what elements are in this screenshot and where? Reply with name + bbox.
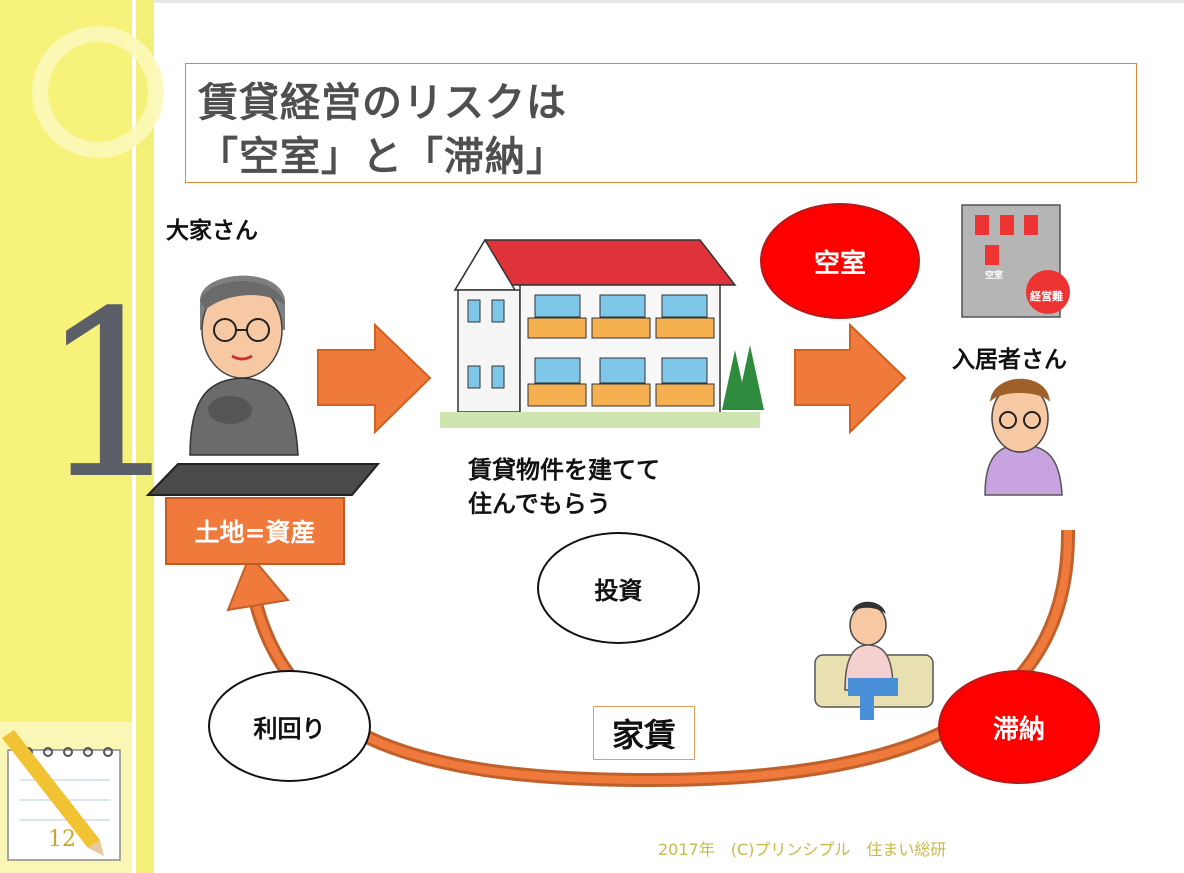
sitting-tenant-illustration [800, 595, 968, 725]
land-asset-box: 土地=資産 [165, 497, 345, 565]
building-caption-line1: 賃貸物件を建てて [468, 456, 660, 484]
management-trouble-sign: 経営難 [1030, 290, 1063, 303]
decorative-ring [32, 26, 164, 158]
page-number: 12 [48, 827, 76, 852]
building-caption-line2: 住んでもらう [468, 490, 611, 518]
investment-circle: 投資 [537, 532, 700, 644]
title-line-2: 「空室」と「滞納」 [198, 134, 567, 180]
vacancy-sign: 空室 [985, 271, 1004, 281]
chapter-number: 1 [38, 263, 185, 530]
title-line-1: 賃貸経営のリスクは [198, 80, 567, 126]
top-border [154, 0, 1184, 3]
arrow-owner-to-building [317, 322, 432, 435]
pencil-icon [2, 730, 104, 856]
tenant-illustration [968, 368, 1068, 498]
rent-box: 家賃 [593, 706, 695, 760]
troubled-building-illustration [952, 200, 1080, 330]
arrow-building-to-tenant [794, 322, 907, 435]
owner-label: 大家さん [166, 218, 258, 244]
building-illustration [440, 228, 764, 436]
title-box: 賃貸経営のリスクは 「空室」と「滞納」 [185, 63, 1137, 183]
tenant-label: 入居者さん [952, 347, 1067, 373]
yield-circle: 利回り [208, 670, 371, 782]
delinquency-circle: 滞納 [938, 670, 1100, 784]
vacancy-circle: 空室 [760, 203, 920, 319]
owner-illustration [172, 268, 310, 456]
land-roof [145, 463, 381, 496]
sidebar-stripe [132, 0, 154, 873]
footer-copyright: 2017年 (C)プリンシプル 住まい総研 [658, 840, 947, 859]
